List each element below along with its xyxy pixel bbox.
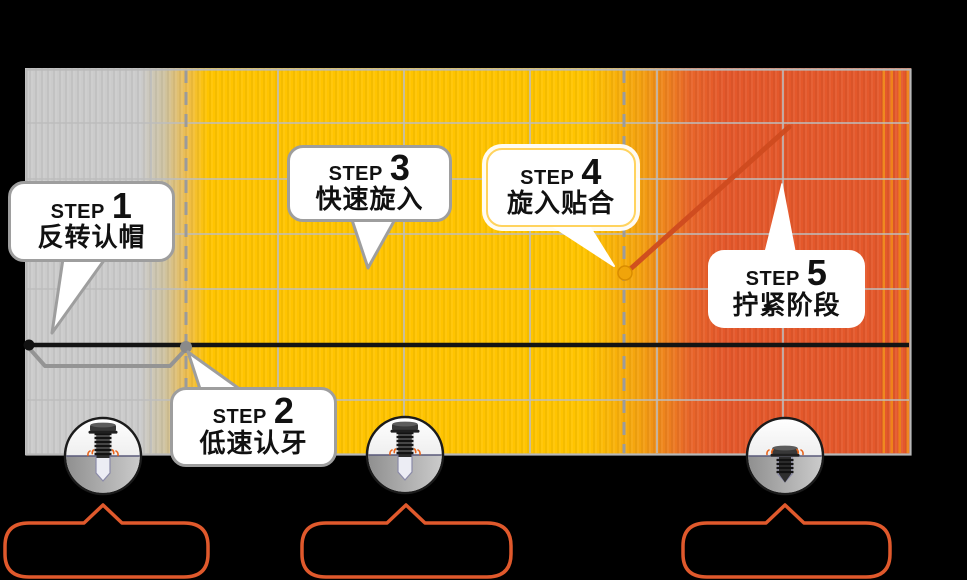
- step-number: 3: [389, 146, 411, 188]
- step-word: STEP: [50, 200, 105, 223]
- step3-callout-tail: [348, 212, 400, 270]
- step4-callout-tail: [544, 220, 615, 267]
- step-3-heading: STEP 3: [328, 146, 411, 188]
- stage2-bracket: [300, 503, 513, 579]
- step-3-callout: STEP 3 快速旋入: [287, 145, 452, 222]
- step-5-title: 拧紧阶段: [732, 289, 841, 320]
- step-number: 2: [273, 390, 295, 432]
- step-number: 5: [806, 252, 828, 294]
- step-1-title: 反转认帽: [37, 222, 146, 253]
- step-2-title: 低速认牙: [199, 427, 308, 458]
- step-4-callout: STEP 4 旋入贴合: [486, 148, 636, 227]
- stage3-bracket: [681, 503, 892, 579]
- stage1-bracket: [3, 503, 210, 579]
- step-2-heading: STEP 2: [212, 390, 295, 432]
- screw-entering-icon: [63, 418, 143, 496]
- screw-seated-icon: [745, 418, 825, 496]
- step5-callout-tail: [763, 183, 797, 258]
- step-5-heading: STEP 5: [745, 252, 828, 294]
- step-word: STEP: [212, 406, 267, 429]
- plot-border: [25, 68, 912, 456]
- step-3-title: 快速旋入: [315, 184, 424, 215]
- step-word: STEP: [520, 166, 575, 189]
- step2-marker-dot: [180, 341, 192, 353]
- step-1-callout: STEP 1 反转认帽: [8, 181, 175, 262]
- step-number: 1: [111, 184, 133, 226]
- step-2-callout: STEP 2 低速认牙: [170, 387, 337, 467]
- step1-callout-tail: [50, 250, 112, 335]
- step-1-heading: STEP 1: [50, 184, 133, 226]
- step-word: STEP: [745, 268, 800, 291]
- stage-brackets: [3, 503, 892, 579]
- step4-marker-dot: [617, 265, 633, 281]
- orange-zone-stripe-texture: [880, 70, 910, 453]
- step-4-heading: STEP 4: [520, 150, 602, 192]
- step-4-title: 旋入贴合: [506, 188, 615, 219]
- step-number: 4: [581, 150, 602, 192]
- torque-rise-line: [624, 124, 792, 275]
- step-word: STEP: [328, 162, 383, 185]
- step-5-callout: STEP 5 拧紧阶段: [708, 250, 865, 328]
- line-start-dot: [23, 339, 35, 351]
- screw-threading-icon: [365, 417, 445, 495]
- reverse-dip-line: [27, 346, 188, 368]
